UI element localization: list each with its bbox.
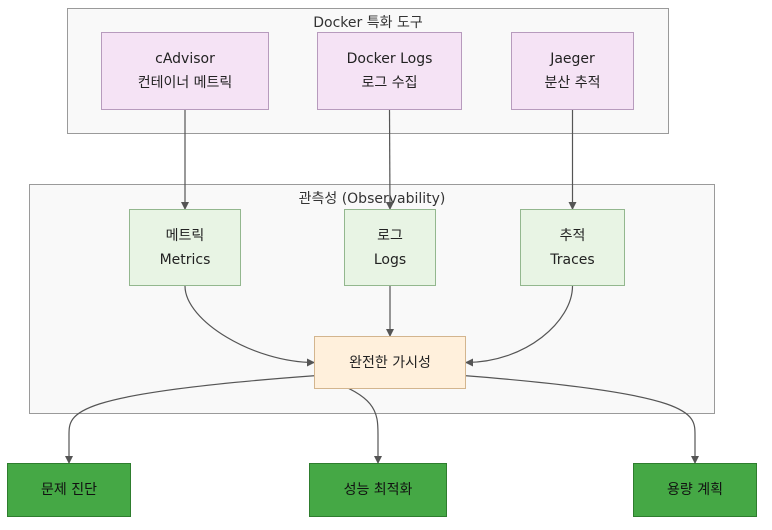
node-capacity: 용량 계획 (633, 463, 757, 517)
node-traces: 추적 Traces (520, 209, 625, 286)
node-troubleshooting-label: 문제 진단 (41, 482, 97, 498)
node-performance-label: 성능 최적화 (343, 482, 413, 498)
node-cadvisor-title: cAdvisor (155, 51, 215, 67)
cluster-docker-tools-title: Docker 특화 도구 (313, 15, 423, 31)
node-metrics: 메트릭 Metrics (129, 209, 241, 286)
node-cadvisor-subtitle: 컨테이너 메트릭 (137, 75, 233, 91)
node-logs-english: Logs (373, 251, 407, 268)
edge-full_visibility-to-troubleshooting (65, 375, 315, 464)
node-docker-logs-subtitle: 로그 수집 (361, 75, 418, 91)
node-jaeger-title: Jaeger (550, 51, 595, 67)
node-cadvisor: cAdvisor 컨테이너 메트릭 (101, 32, 269, 110)
node-metrics-korean: 메트릭 (165, 227, 205, 244)
node-traces-korean: 추적 (559, 227, 586, 244)
node-docker-logs: Docker Logs 로그 수집 (317, 32, 462, 110)
node-logs-korean: 로그 (377, 227, 403, 244)
edge-full_visibility-to-capacity (465, 375, 699, 464)
node-jaeger: Jaeger 분산 추적 (511, 32, 634, 110)
node-troubleshooting: 문제 진단 (7, 463, 131, 517)
node-full-visibility-label: 완전한 가시성 (349, 354, 431, 371)
node-metrics-english: Metrics (159, 251, 211, 268)
edge-traces-to-full_visibility (465, 285, 574, 367)
node-capacity-label: 용량 계획 (667, 482, 723, 498)
edge-metrics-to-full_visibility (184, 285, 315, 367)
node-performance: 성능 최적화 (309, 463, 447, 517)
edge-docker_logs-to-logs (385, 109, 394, 210)
node-jaeger-subtitle: 분산 추적 (544, 75, 601, 91)
node-traces-english: Traces (550, 251, 595, 268)
cluster-observability-title: 관측성 (Observability) (298, 191, 446, 207)
node-docker-logs-title: Docker Logs (346, 51, 433, 67)
node-full-visibility: 완전한 가시성 (314, 336, 466, 389)
node-logs: 로그 Logs (344, 209, 436, 286)
